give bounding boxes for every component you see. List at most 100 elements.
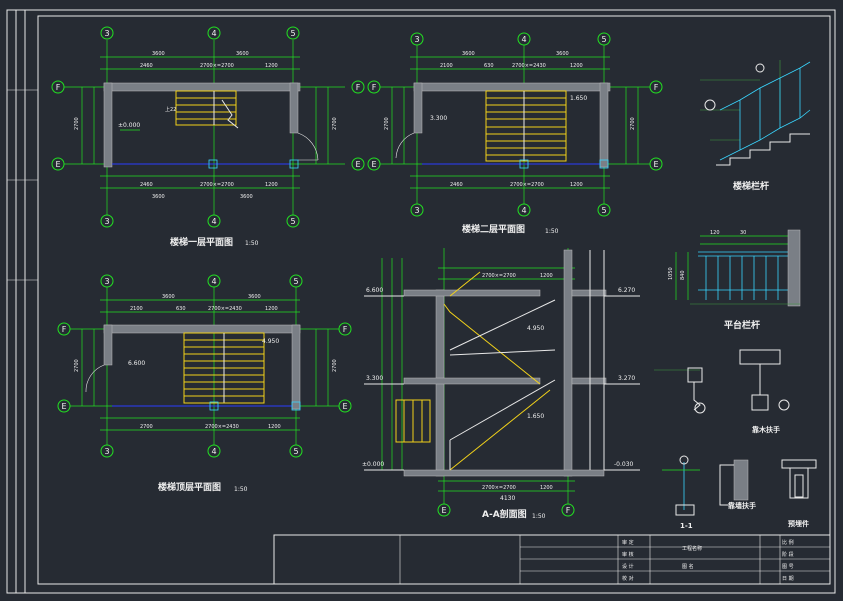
level-0: ±0.000 xyxy=(118,122,140,129)
stair-railing-detail: 楼梯栏杆 xyxy=(700,60,811,192)
axis-bubble xyxy=(517,203,531,217)
section-scale: 1:50 xyxy=(532,513,546,520)
dim-text: 1200 xyxy=(265,306,278,312)
rail-dim: 30 xyxy=(740,230,746,236)
dim-text: 3600 xyxy=(248,294,261,300)
detail-1-1-title: 1-1 xyxy=(680,522,693,530)
platform-railing-detail: 平台栏杆 120 30 1050 840 xyxy=(668,229,801,331)
axis-bubble xyxy=(286,26,300,40)
platform-railing-title: 平台栏杆 xyxy=(724,319,760,331)
axis-label: E xyxy=(441,506,446,515)
axis-bubble xyxy=(100,214,114,228)
axis-label: 5 xyxy=(290,217,295,226)
dim-text: 1200 xyxy=(540,273,553,279)
axis-bubble xyxy=(338,322,352,336)
axis-bubble xyxy=(561,503,575,517)
plan1-total-b: 3600 xyxy=(236,51,249,57)
axis-label: E xyxy=(342,402,347,411)
title-block: 审 定 审 核 设 计 校 对 工程名称 图 名 比 例 阶 段 图 号 日 期 xyxy=(273,534,831,585)
plan1-total: 3600 xyxy=(152,51,165,57)
axis-label: E xyxy=(653,160,658,169)
axis-bubble xyxy=(207,26,221,40)
axis-bubble xyxy=(57,322,71,336)
axis-label: E xyxy=(55,160,60,169)
axis-bubble xyxy=(367,80,381,94)
sec-level-0: ±0.000 xyxy=(362,461,384,468)
up-label: 上22 xyxy=(165,106,176,113)
axis-bubble xyxy=(51,157,65,171)
axis-bubble xyxy=(351,80,365,94)
dim-text: 3600 xyxy=(240,194,253,200)
dim-text: 2100 xyxy=(440,63,453,69)
axis-bubble xyxy=(57,399,71,413)
axis-label: F xyxy=(566,506,571,515)
axis-label: E xyxy=(61,402,66,411)
plan-top-floor: 6.600 4.950 楼梯顶层平面图 1:50 3600 3600 2100 … xyxy=(64,282,345,493)
dim-text: 1200 xyxy=(540,485,553,491)
dim-text: 2700×=2700 xyxy=(200,182,234,188)
axis-bubble xyxy=(367,157,381,171)
axis-bubble xyxy=(338,399,352,413)
axis-bubble xyxy=(286,214,300,228)
dim-text: 1200 xyxy=(570,182,583,188)
tb-cell: 设 计 xyxy=(622,563,634,570)
stair-railing-title: 楼梯栏杆 xyxy=(733,180,769,192)
dim-text: 2700 xyxy=(332,359,338,372)
axis-label: 5 xyxy=(290,29,295,38)
dim-text: 3600 xyxy=(462,51,475,57)
dim-text: 2700×=2700 xyxy=(482,485,516,491)
axis-label: 3 xyxy=(414,206,419,215)
dim-text: 1200 xyxy=(265,182,278,188)
dim-text: 2460 xyxy=(140,182,153,188)
axis-label: F xyxy=(356,83,361,92)
plan2-title: 楼梯二层平面图 xyxy=(462,223,525,235)
axis-label: F xyxy=(343,325,348,334)
plan-first-floor: ±0.000 上22 楼梯一层平面图 1:50 3600 3600 2460 2… xyxy=(64,40,345,248)
wall-handrail-title: 靠墙扶手 xyxy=(728,501,756,510)
axis-bubble xyxy=(207,274,221,288)
level-4950: 4.950 xyxy=(262,338,279,345)
axis-bubble xyxy=(351,157,365,171)
axis-bubble xyxy=(289,444,303,458)
plan3-scale: 1:50 xyxy=(234,486,248,493)
tb-cell: 校 对 xyxy=(622,575,634,582)
tb-cell: 图 号 xyxy=(782,564,794,570)
axis-label: 4 xyxy=(521,206,526,215)
axis-bubble xyxy=(410,203,424,217)
section-title: A-A剖面图 xyxy=(482,508,527,520)
axis-bubble xyxy=(51,80,65,94)
axis-label: 5 xyxy=(601,35,606,44)
axis-label: F xyxy=(62,325,67,334)
sec-level-4950: 4.950 xyxy=(527,325,544,332)
dim-text: 3600 xyxy=(556,51,569,57)
dim-text: 2700×=2430 xyxy=(208,306,242,312)
dim-text: 3600 xyxy=(152,194,165,200)
rail-h: 1050 xyxy=(668,267,674,280)
dim-text: 2460 xyxy=(450,182,463,188)
dim-text: 630 xyxy=(176,306,186,312)
section-a-a: 6.600 3.300 ±0.000 6.270 3.270 -0.030 4.… xyxy=(362,248,640,520)
axis-label: E xyxy=(371,160,376,169)
plan1-title: 楼梯一层平面图 xyxy=(170,236,233,248)
sec-level-3270: 3.270 xyxy=(618,375,635,382)
axis-label: 3 xyxy=(104,447,109,456)
dim-text: 3600 xyxy=(162,294,175,300)
plan3-title: 楼梯顶层平面图 xyxy=(158,481,221,493)
dim-text: 630 xyxy=(484,63,494,69)
sec-level-1650: 1.650 xyxy=(527,413,544,420)
dim-text: 2700×=2430 xyxy=(512,63,546,69)
axis-label: 5 xyxy=(293,277,298,286)
callout-marker xyxy=(755,63,765,73)
rail-dim: 120 xyxy=(710,230,720,236)
axis-label: 3 xyxy=(414,35,419,44)
dim-text: 2700 xyxy=(74,117,80,130)
axis-bubble xyxy=(649,80,663,94)
axis-label: F xyxy=(372,83,377,92)
callout-marker xyxy=(778,399,790,411)
tb-cell: 日 期 xyxy=(782,576,794,582)
plan-second-floor: 3.300 1.650 楼梯二层平面图 1:50 3600 3600 2100 … xyxy=(372,40,650,235)
axis-bubble xyxy=(100,26,114,40)
axis-label: F xyxy=(56,83,61,92)
